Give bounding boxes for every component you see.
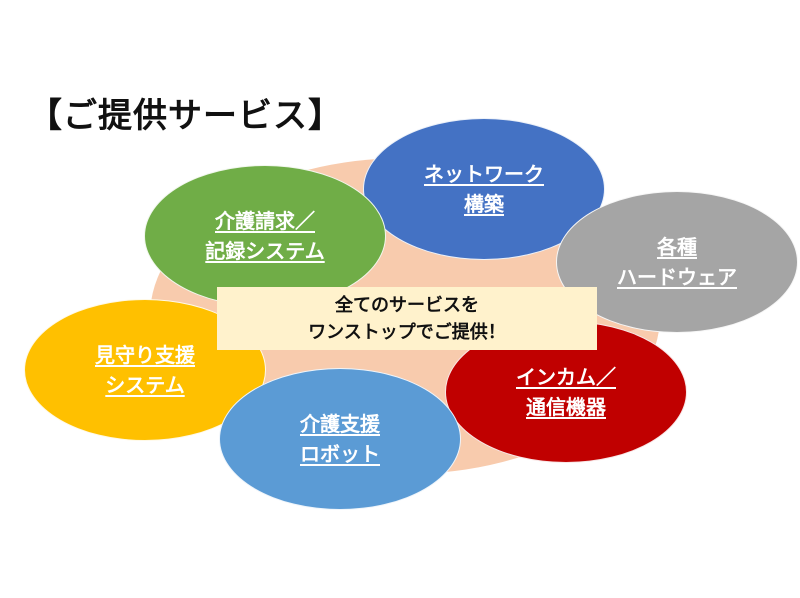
service-network-line2[interactable]: 構築 [464, 192, 504, 216]
service-intercom-line2[interactable]: 通信機器 [526, 395, 606, 419]
service-hardware-line1[interactable]: 各種 [657, 235, 697, 259]
service-robot-line2[interactable]: ロボット [300, 442, 380, 466]
service-watch-line2[interactable]: システム [105, 373, 185, 397]
service-billing[interactable]: 介護請求／ 記録システム [144, 165, 386, 307]
service-network[interactable]: ネットワーク 構築 [363, 118, 605, 260]
callout-line1: 全てのサービスを [335, 294, 479, 316]
one-stop-callout: 全てのサービスを ワンストップでご提供！ [217, 287, 597, 350]
service-intercom[interactable]: インカム／ 通信機器 [445, 321, 687, 463]
service-robot[interactable]: 介護支援 ロボット [219, 368, 461, 510]
service-billing-line2[interactable]: 記録システム [205, 239, 325, 263]
service-intercom-line1[interactable]: インカム／ [516, 365, 616, 389]
page-title: 【ご提供サービス】 [28, 96, 343, 136]
callout-line2: ワンストップでご提供！ [308, 321, 506, 343]
service-network-line1[interactable]: ネットワーク [424, 162, 544, 186]
service-hardware-line2[interactable]: ハードウェア [617, 265, 737, 289]
service-hardware[interactable]: 各種 ハードウェア [556, 191, 798, 333]
service-watch-line1[interactable]: 見守り支援 [95, 343, 195, 367]
service-billing-line1[interactable]: 介護請求／ [215, 209, 315, 233]
service-robot-line1[interactable]: 介護支援 [300, 412, 380, 436]
